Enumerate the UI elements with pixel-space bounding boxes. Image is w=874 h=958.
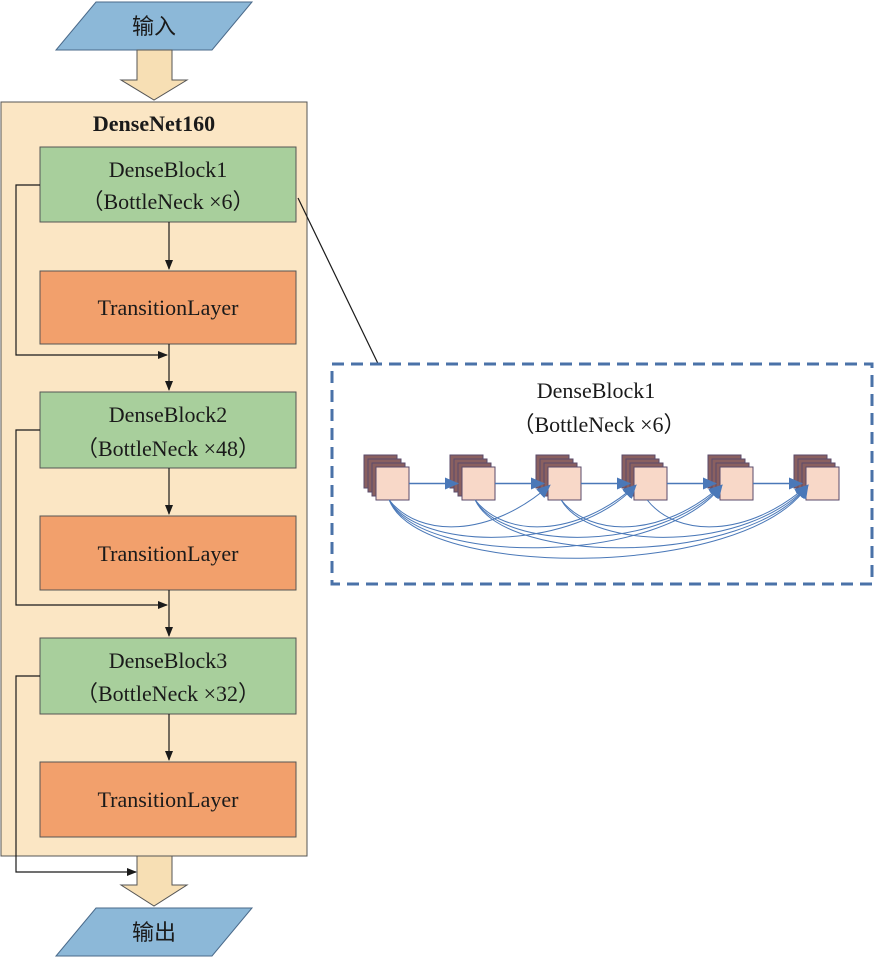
dense-skip-connection (474, 484, 809, 549)
input-shape (54, 1, 254, 51)
densenet-container (0, 101, 308, 857)
dense-skip-connection (560, 484, 723, 528)
transition-layer-1-label: TransitionLayer (98, 295, 240, 320)
bypass-connection-3 (15, 675, 137, 876)
dense-skip-connection (474, 484, 637, 528)
feature-map (547, 466, 582, 501)
dense-block-3-name: DenseBlock3 (109, 648, 228, 673)
output-shape (54, 907, 254, 957)
dense-skip-connection (474, 484, 723, 538)
dense-block-2-detail: （BottleNeck ×48） (76, 436, 260, 461)
input-flow-arrow (119, 49, 189, 101)
dense-block-3 (39, 637, 297, 715)
transition-layer-3 (39, 761, 297, 838)
network-title: DenseNet160 (93, 111, 215, 136)
dense-block-1-detail: （BottleNeck ×6） (81, 189, 254, 214)
dense-skip-connection (388, 484, 723, 549)
feature-map (805, 466, 840, 501)
input-label: 输入 (132, 14, 176, 39)
dense-block-2-name: DenseBlock2 (109, 402, 228, 427)
dense-skip-connection (388, 484, 551, 528)
transition-layer-1 (39, 270, 297, 345)
dense-skip-connection (388, 484, 809, 559)
feature-map (633, 466, 668, 501)
feature-map (719, 466, 754, 501)
bypass-connection-2 (15, 429, 168, 609)
feature-map (461, 466, 496, 501)
dense-skip-connection (560, 484, 809, 538)
transition-layer-2 (39, 515, 297, 591)
output-flow-arrow (119, 855, 189, 907)
dense-skip-connection (388, 484, 637, 538)
dense-block-3-detail: （BottleNeck ×32） (76, 681, 260, 706)
transition-layer-3-label: TransitionLayer (98, 787, 240, 812)
transition-layer-2-label: TransitionLayer (98, 541, 240, 566)
dense-skip-connection (646, 484, 809, 528)
output-label: 输出 (132, 920, 176, 945)
zoom-arrow (297, 197, 385, 377)
detail-title: DenseBlock1 (537, 378, 656, 403)
detail-subtitle: （BottleNeck ×6） (512, 412, 685, 437)
bottleneck-sequence (363, 454, 840, 559)
feature-map (375, 466, 410, 501)
bypass-connection-1 (15, 184, 168, 359)
dense-block-1-name: DenseBlock1 (109, 157, 228, 182)
